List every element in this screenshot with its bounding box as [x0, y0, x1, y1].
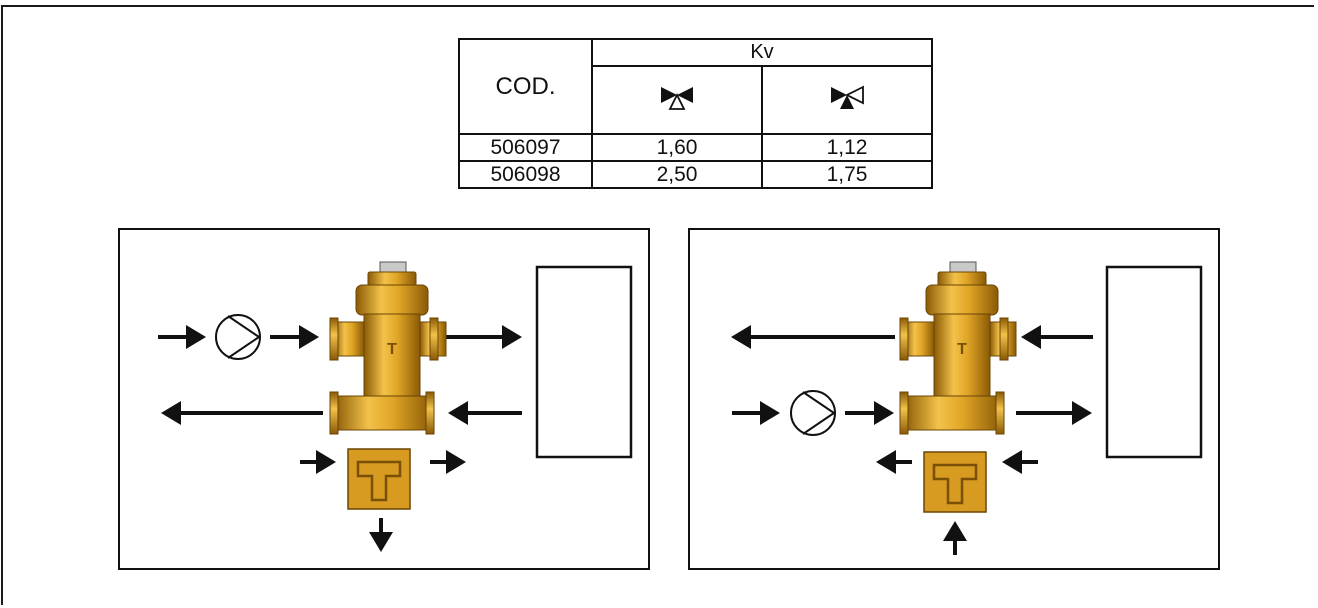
row-cod: 506097 [458, 133, 593, 162]
svg-text:T: T [957, 341, 967, 358]
load-box [535, 265, 633, 459]
three-way-valve-icon [831, 85, 864, 109]
table-row: 506097 1,60 1,12 [458, 133, 933, 162]
diagram-left: T [118, 228, 650, 570]
two-way-valve-icon [661, 86, 693, 110]
svg-text:T: T [387, 341, 397, 358]
cod-header: COD. [458, 38, 593, 135]
tee-block [347, 448, 411, 510]
valve-body: T [329, 261, 447, 435]
row-kv-three-way: 1,12 [761, 133, 933, 162]
diagram-right: T [688, 228, 1220, 570]
tee-block [923, 451, 987, 513]
pump-icon [215, 314, 261, 360]
three-way-valve-cell [761, 65, 933, 135]
row-kv-two-way: 1,60 [591, 133, 763, 162]
pump-icon [790, 390, 836, 436]
table-row: 506098 2,50 1,75 [458, 160, 933, 189]
valve-body: T [899, 261, 1017, 435]
kv-header: Kv [591, 38, 933, 67]
row-kv-two-way: 2,50 [591, 160, 763, 189]
row-kv-three-way: 1,75 [761, 160, 933, 189]
two-way-valve-cell [591, 65, 763, 135]
load-box [1105, 265, 1203, 459]
page-frame [1, 5, 1314, 605]
row-cod: 506098 [458, 160, 593, 189]
kv-table: COD. Kv 506097 1,60 1,12 506098 2,50 1,7… [458, 38, 933, 189]
